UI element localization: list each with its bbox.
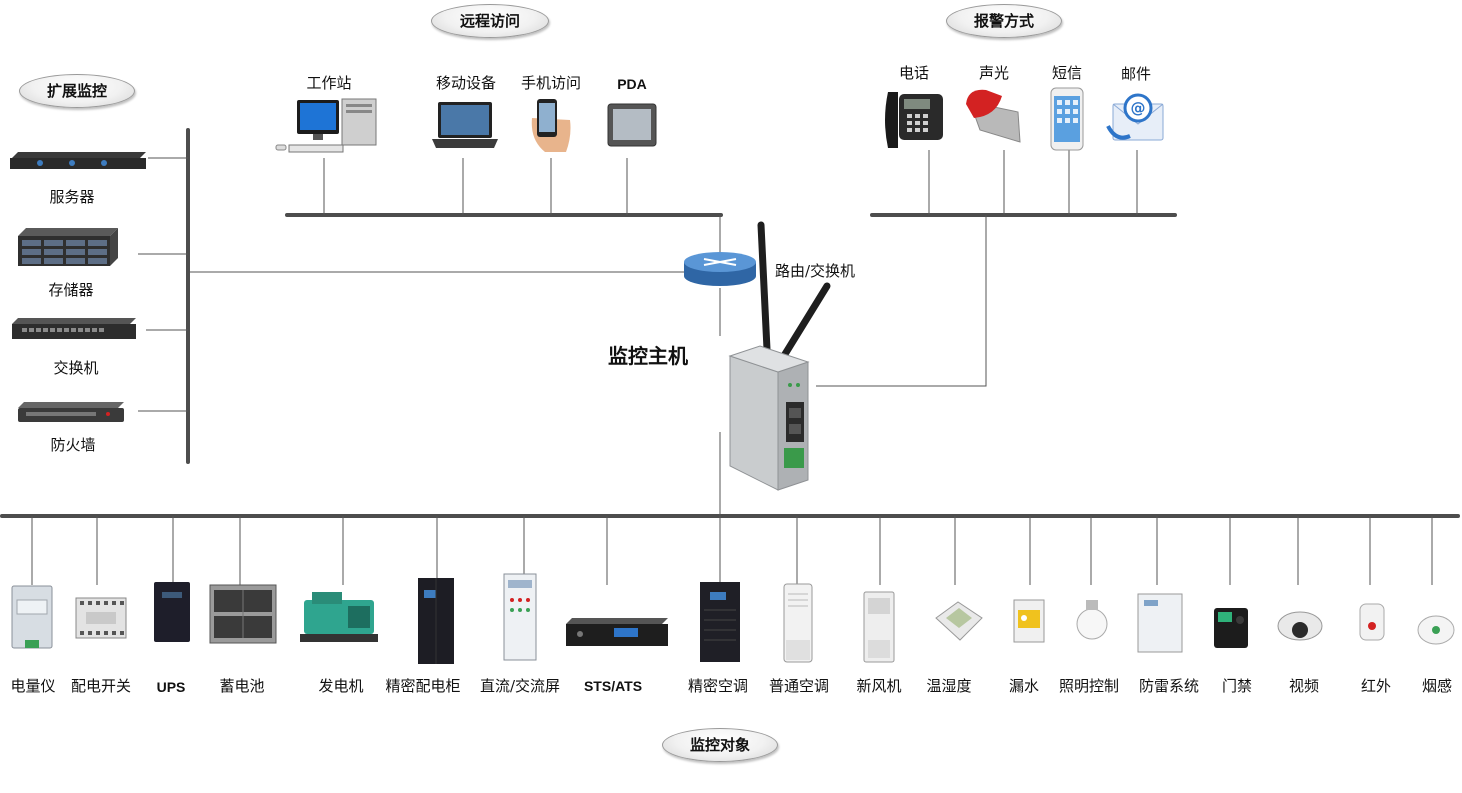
- connector-lines: [31, 150, 1433, 585]
- monitoring-host-icon: [728, 221, 831, 491]
- monitored-object-label: 电量仪: [10, 677, 56, 695]
- storage-icon: [18, 228, 118, 266]
- laptop-icon: [432, 102, 498, 148]
- monitored-object-label: 精密配电柜: [385, 677, 461, 695]
- monitoring-host-label: 监控主机: [608, 344, 688, 368]
- monitored-object-label: 门禁: [1221, 677, 1253, 695]
- lighting-control-icon: [1076, 600, 1108, 640]
- extend-device-label: 存储器: [48, 281, 94, 299]
- monitored-object-label: 精密空调: [687, 677, 749, 695]
- sts-ats-icon: [566, 618, 668, 646]
- monitored-object-label: 烟感: [1421, 677, 1453, 695]
- section-extend-monitor: 扩展监控: [19, 74, 135, 108]
- access-control-icon: [1214, 608, 1248, 648]
- distribution-switch-icon: [75, 597, 127, 639]
- monitored-object-label: 发电机: [318, 677, 364, 695]
- battery-rack-icon: [209, 584, 277, 644]
- pda-icon: [607, 103, 657, 147]
- smoke-detector-icon: [1417, 615, 1455, 645]
- remote-device-label: 工作站: [306, 74, 352, 92]
- extend-device-label: 防火墙: [50, 436, 96, 454]
- email-icon: @: [1106, 93, 1164, 141]
- firewall-icon: [18, 402, 124, 422]
- monitored-object-label: 新风机: [856, 677, 902, 695]
- monitored-object-label: 配电开关: [70, 677, 132, 695]
- generator-icon: [300, 592, 378, 642]
- monitored-object-label: 红外: [1360, 677, 1392, 695]
- monitored-object-label: STS/ATS: [583, 678, 643, 694]
- monitored-object-label: 防雷系统: [1138, 677, 1200, 695]
- video-camera-icon: [1277, 611, 1323, 641]
- standard-ac-icon: [783, 583, 813, 663]
- power-meter-icon: [11, 585, 53, 649]
- alarm-method-label: 短信: [1051, 64, 1083, 82]
- alarm-method-label: 邮件: [1120, 65, 1152, 83]
- router-label: 路由/交换机: [774, 262, 856, 280]
- surge-protection-icon: [1137, 593, 1183, 653]
- monitored-object-label: 直流/交流屏: [479, 677, 561, 695]
- alarm-method-label: 声光: [978, 64, 1010, 82]
- precision-cabinet-icon: [418, 578, 454, 664]
- monitored-object-label: 视频: [1288, 677, 1320, 695]
- strobe-siren-icon: [966, 89, 1021, 143]
- extend-device-label: 服务器: [49, 188, 95, 206]
- monitored-object-label: 照明控制: [1058, 677, 1120, 695]
- svg-text:@: @: [1131, 99, 1146, 117]
- temp-humidity-sensor-icon: [935, 601, 983, 641]
- section-remote-access: 远程访问: [431, 4, 549, 38]
- network-switch-icon: [12, 318, 136, 339]
- remote-device-label: 移动设备: [435, 74, 497, 92]
- monitored-object-label: 普通空调: [768, 677, 830, 695]
- phone-in-hand-icon: [531, 99, 571, 152]
- section-alarm-methods: 报警方式: [946, 4, 1062, 38]
- dc-ac-panel-icon: [503, 573, 537, 661]
- infrared-sensor-icon: [1359, 603, 1385, 641]
- bus-lines: [0, 128, 1460, 518]
- alarm-method-label: 电话: [898, 64, 930, 82]
- monitored-object-label: 温湿度: [926, 677, 972, 695]
- workstation-icon: [275, 98, 377, 153]
- section-monitored-objects: 监控对象: [662, 728, 778, 762]
- fresh-air-unit-icon: [863, 591, 895, 663]
- router-icon: [684, 252, 756, 286]
- telephone-icon: [885, 92, 943, 148]
- monitored-object-label: 蓄电池: [219, 677, 265, 695]
- extend-device-label: 交换机: [53, 359, 99, 377]
- smartphone-icon: [1050, 87, 1084, 151]
- remote-device-label: 手机访问: [520, 74, 582, 92]
- monitored-object-label: 漏水: [1008, 677, 1040, 695]
- ups-icon: [154, 582, 190, 642]
- monitored-object-label: UPS: [156, 679, 186, 695]
- water-leak-sensor-icon: [1013, 599, 1045, 643]
- remote-device-label: PDA: [617, 76, 647, 92]
- server-icon: [10, 152, 146, 169]
- precision-ac-icon: [700, 582, 740, 662]
